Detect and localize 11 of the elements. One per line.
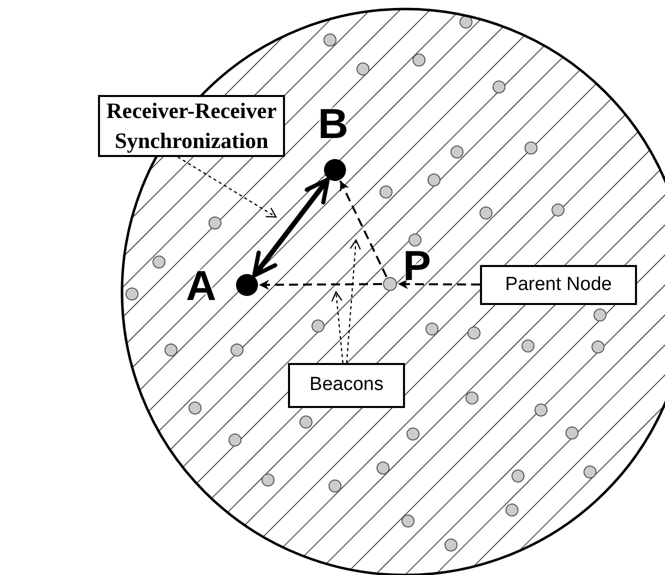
callout-label: Parent Node — [505, 274, 612, 296]
callout-box — [288, 363, 405, 408]
arrow — [339, 180, 388, 278]
leader-arrow — [331, 291, 344, 364]
callout-box — [480, 265, 637, 305]
leader-arrow — [346, 239, 361, 364]
leader-arrow — [178, 156, 277, 218]
arrow — [252, 177, 330, 278]
arrow — [259, 280, 382, 290]
callout-label: Receiver-Receiver Synchronization — [105, 97, 278, 155]
callout-label: Beacons — [310, 374, 384, 397]
